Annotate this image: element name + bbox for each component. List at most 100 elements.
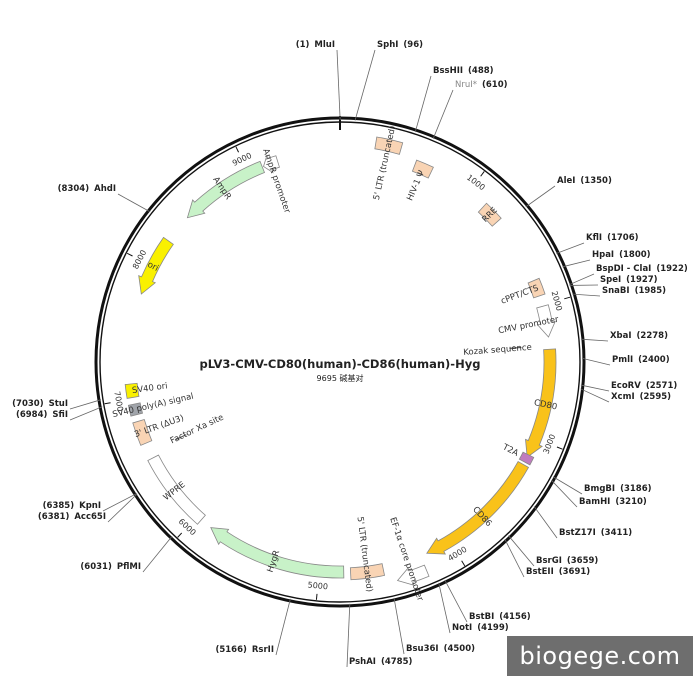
site-alei[interactable]: AleI (1350) bbox=[557, 176, 612, 186]
feature-kozak[interactable] bbox=[509, 346, 522, 349]
site-leader-xcmi bbox=[580, 388, 610, 403]
feature-sv40-polya[interactable] bbox=[127, 402, 144, 417]
feature-ltr5-a[interactable] bbox=[374, 136, 404, 155]
site-name: BstEII bbox=[526, 567, 554, 577]
feature-hygr[interactable] bbox=[210, 527, 345, 579]
site-pmli[interactable]: PmlI(2400) bbox=[612, 355, 670, 365]
feature-ltr5-b[interactable] bbox=[349, 563, 386, 581]
site-sphi[interactable]: SphI (96) bbox=[377, 40, 423, 50]
site-mlui[interactable]: (1)MluI bbox=[296, 40, 335, 50]
site-leader-snabi bbox=[572, 293, 601, 297]
site-kpni[interactable]: (6385) KpnI bbox=[43, 501, 101, 511]
site-bsshii[interactable]: BssHII(488) bbox=[433, 66, 494, 76]
site-position: (488) bbox=[468, 66, 494, 76]
site-ahdi[interactable]: (8304) AhdI bbox=[58, 184, 116, 194]
site-position: (3691) bbox=[559, 567, 591, 577]
site-noti[interactable]: NotI(4199) bbox=[452, 623, 509, 633]
site-nrui[interactable]: NruI* (610) bbox=[455, 80, 508, 90]
site-xcmi[interactable]: XcmI(2595) bbox=[611, 392, 671, 402]
feature-hiv-psi[interactable] bbox=[411, 159, 434, 179]
feature-rre[interactable] bbox=[477, 202, 502, 227]
feature-ef1a[interactable] bbox=[396, 564, 430, 586]
site-leader-sfii bbox=[69, 406, 103, 421]
site-position: (1350) bbox=[580, 176, 612, 186]
site-position: (3659) bbox=[567, 556, 599, 566]
site-name: AleI bbox=[557, 176, 575, 186]
site-acc65i[interactable]: (6381)Acc65I bbox=[38, 512, 106, 522]
tick-label-2000: 2000 bbox=[550, 290, 564, 312]
site-position: (4785) bbox=[381, 657, 413, 667]
site-leader-xbai bbox=[580, 338, 609, 342]
site-position: (6031) bbox=[80, 562, 112, 572]
site-name: KpnI bbox=[79, 501, 101, 511]
feature-ltr3[interactable] bbox=[132, 419, 153, 446]
site-bsrgi[interactable]: BsrGI(3659) bbox=[536, 556, 598, 566]
site-ecorv[interactable]: EcoRV(2571) bbox=[611, 381, 677, 391]
site-kfli[interactable]: KflI (1706) bbox=[586, 233, 639, 243]
feature-ori[interactable] bbox=[138, 236, 174, 295]
site-position: (3210) bbox=[615, 497, 647, 507]
site-stui[interactable]: (7030)StuI bbox=[12, 399, 68, 409]
feature-cppt[interactable] bbox=[527, 277, 546, 299]
site-name: AhdI bbox=[94, 184, 116, 194]
site-bsu36i[interactable]: Bsu36I(4500) bbox=[406, 644, 475, 654]
site-name: BstBI bbox=[469, 612, 494, 622]
site-bmgbi[interactable]: BmgBI(3186) bbox=[584, 484, 652, 494]
site-leader-ecorv bbox=[580, 384, 610, 392]
feature-cd86[interactable] bbox=[426, 460, 530, 555]
site-snabi[interactable]: SnaBI(1985) bbox=[602, 286, 666, 296]
site-xbai[interactable]: XbaI(2278) bbox=[610, 331, 668, 341]
site-position: (4156) bbox=[499, 612, 531, 622]
feature-ampr-prom[interactable] bbox=[263, 154, 280, 174]
site-position: (610) bbox=[482, 80, 508, 90]
site-position: (1927) bbox=[626, 275, 658, 285]
site-position: (1706) bbox=[607, 233, 639, 243]
site-bamhi[interactable]: BamHI(3210) bbox=[579, 497, 647, 507]
site-position: (6984) bbox=[16, 410, 48, 420]
site-name: BspDI - ClaI bbox=[596, 264, 651, 274]
site-name: KflI bbox=[586, 233, 602, 243]
site-bstbi[interactable]: BstBI (4156) bbox=[469, 612, 531, 622]
feature-wpre[interactable] bbox=[147, 454, 206, 525]
site-pshai[interactable]: PshAI(4785) bbox=[349, 657, 412, 667]
site-position: (3411) bbox=[601, 528, 633, 538]
site-bspdi-clai[interactable]: BspDI - ClaI(1922) bbox=[596, 264, 688, 274]
site-spei[interactable]: SpeI(1927) bbox=[600, 275, 658, 285]
tick-mark-9000 bbox=[235, 146, 240, 153]
feature-ampr[interactable] bbox=[186, 160, 266, 219]
site-leader-stui bbox=[69, 399, 102, 410]
site-name: PmlI bbox=[612, 355, 633, 365]
site-position: (6385) bbox=[43, 501, 75, 511]
center-labels: pLV3-CMV-CD80(human)-CD86(human)-Hyg 969… bbox=[200, 357, 481, 383]
site-bstz17i[interactable]: BstZ17I(3411) bbox=[559, 528, 632, 538]
site-position: (2278) bbox=[637, 331, 669, 341]
feature-sv40-ori[interactable] bbox=[124, 382, 140, 399]
site-position: (8304) bbox=[58, 184, 90, 194]
site-bsteii[interactable]: BstEII (3691) bbox=[526, 567, 590, 577]
site-position: (96) bbox=[403, 40, 423, 50]
site-position: (7030) bbox=[12, 399, 44, 409]
site-leader-bstbi bbox=[444, 579, 468, 623]
plasmid-name: pLV3-CMV-CD80(human)-CD86(human)-Hyg bbox=[200, 357, 481, 371]
feature-cmv-prom[interactable] bbox=[536, 304, 556, 338]
site-hpai[interactable]: HpaI(1800) bbox=[592, 250, 651, 260]
site-name: NruI* bbox=[455, 80, 477, 90]
site-leader-mlui bbox=[336, 49, 341, 121]
feature-t2a[interactable] bbox=[518, 451, 535, 466]
feature-factor-xa[interactable] bbox=[175, 434, 187, 441]
site-rsrii[interactable]: (5166)RsrII bbox=[215, 645, 274, 655]
tick-label-7000: 7000 bbox=[112, 391, 124, 413]
site-sfii[interactable]: (6984)SfiI bbox=[16, 410, 68, 420]
site-pflmi[interactable]: (6031)PflMI bbox=[80, 562, 141, 572]
site-name: NotI bbox=[452, 623, 472, 633]
site-name: SphI bbox=[377, 40, 398, 50]
site-name: RsrII bbox=[252, 645, 274, 655]
tick-mark-4000 bbox=[461, 560, 466, 567]
watermark-logo: biogege.com bbox=[507, 636, 693, 676]
site-leader-noti bbox=[438, 582, 451, 634]
site-leader-bsteii bbox=[504, 538, 525, 578]
tick-mark-1000 bbox=[480, 171, 485, 177]
tick-mark-5000 bbox=[315, 593, 318, 600]
site-leader-pflmi bbox=[142, 535, 173, 573]
